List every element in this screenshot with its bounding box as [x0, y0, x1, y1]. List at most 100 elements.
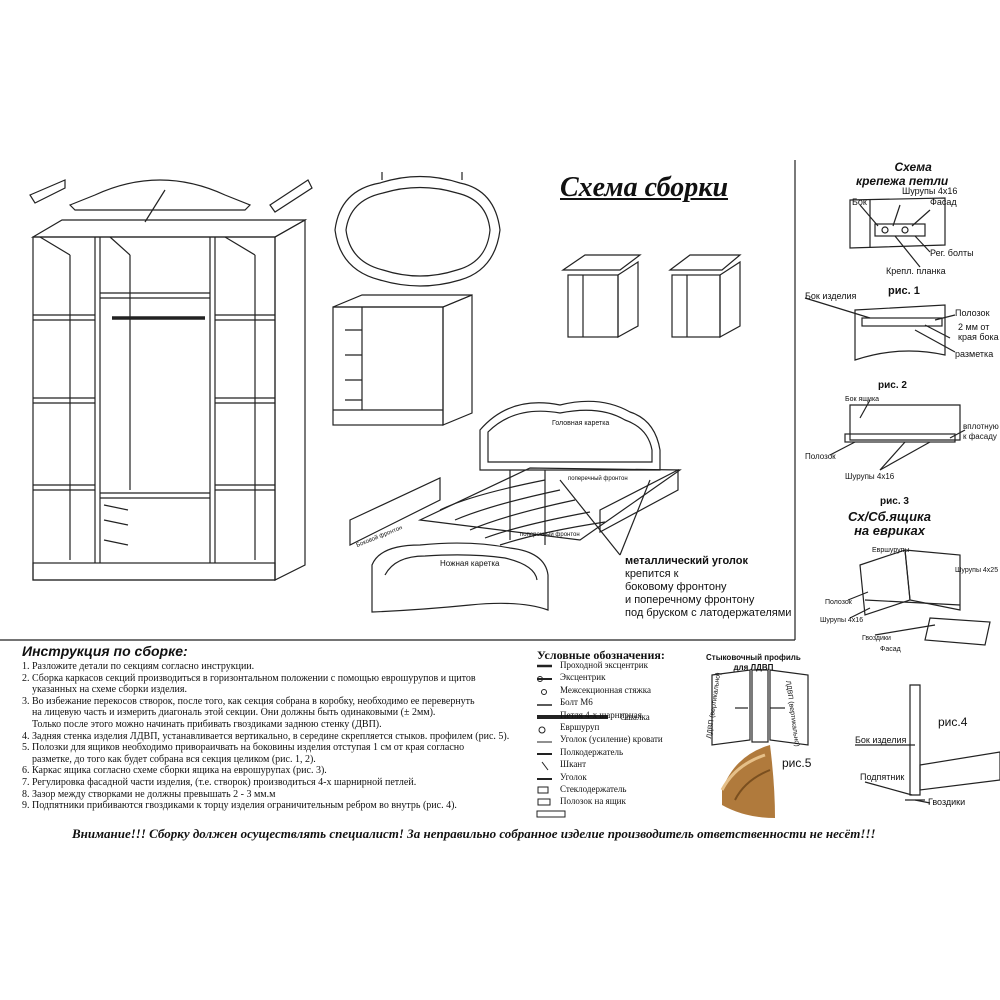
- wardrobe-plinth: [32, 562, 276, 581]
- legend-title: Условные обозначения:: [537, 648, 665, 662]
- profile-title-line2: для ЛДВП: [733, 663, 774, 672]
- nightstand-2-top: [668, 254, 742, 271]
- instruction-item: 8. Зазор между створками не должны превы…: [22, 788, 276, 800]
- wardrobe-body: [32, 236, 276, 581]
- fig4-foot-label: Подпятник: [860, 772, 905, 782]
- bed-foot-label: Ножная каретка: [440, 559, 500, 568]
- bed-head-label: Головная каретка: [552, 420, 610, 427]
- instruction-item: 5. Полозки для ящиков необходимо привора…: [22, 742, 465, 754]
- mirror-frame: [334, 175, 501, 287]
- instruction-item: 9. Подпятники прибиваются гвоздиками к т…: [22, 800, 457, 812]
- fig1-offset-line2: края бока: [958, 332, 999, 342]
- fig3-heading: Сх/Сб.ящика на евриках: [848, 510, 931, 538]
- bed-side-rail-left: [349, 477, 441, 546]
- chest-top: [332, 294, 473, 308]
- bed-drawing: [349, 400, 682, 613]
- fig1-offset-label: 2 мм от края бока: [958, 322, 999, 342]
- bed-corner-note: металлический уголок крепится к боковому…: [625, 555, 791, 620]
- fig3-nails-label: Гвоздики: [862, 635, 891, 642]
- mirror-hooks: [381, 172, 463, 180]
- wardrobe-side: [274, 218, 306, 581]
- fig1-runner-label: Полозок: [955, 308, 990, 318]
- corner-note-line4: и поперечному фронтону: [625, 594, 755, 606]
- fig2-label: рис. 2: [878, 380, 907, 391]
- crown-arrow: [144, 189, 166, 223]
- hinge-screws-label: Шурупы 4х16: [902, 186, 958, 196]
- nightstand-1-top: [561, 254, 642, 271]
- wardrobe-cornice-right: [269, 179, 313, 213]
- instruction-item: на лицевую часть и измерить диагональ эт…: [22, 707, 436, 719]
- bed-footboard: [371, 542, 549, 613]
- hinge-facade-label: Фасад: [930, 197, 957, 207]
- fig1-side-label: Бок изделия: [805, 291, 857, 301]
- fig2-flush-label: вплотную к фасаду: [963, 422, 999, 442]
- instructions-list: 1. Разложите детали по секциям согласно …: [22, 661, 522, 812]
- fig4-side-label: Бок изделия: [855, 735, 907, 745]
- profile-drawing: [711, 669, 809, 746]
- legend-item: Проходной эксцентрик: [560, 660, 649, 670]
- diagram-title: Схема сборки: [560, 172, 729, 203]
- fig3-heading-line2: на евриках: [854, 523, 925, 538]
- corner-note-line2: крепится к: [625, 568, 679, 580]
- corner-note-line5: под бруском с латодержателями: [625, 607, 792, 619]
- fig2-drawer-side-label: Бок ящика: [845, 396, 880, 403]
- warning-text: Внимание!!! Сборку должен осуществлять с…: [72, 826, 876, 841]
- instruction-item: 7. Регулировка фасадной части изделия, (…: [22, 776, 417, 788]
- legend-item: Евршуруп: [560, 721, 600, 732]
- fig3-label: рис. 3: [880, 496, 909, 507]
- wardrobe-crown: [68, 179, 252, 211]
- wardrobe-drawing: [29, 179, 313, 581]
- legend-item: Стеклодержатель: [560, 783, 627, 794]
- fig1-drawing: [804, 297, 956, 361]
- fig2-screws-label: Шурупы 4х16: [845, 472, 895, 481]
- instruction-item: 1. Разложите детали по секциям согласно …: [22, 661, 255, 672]
- fig1-marking-label: разметка: [955, 349, 994, 359]
- hinge-bolts-label: Рег. болты: [930, 248, 974, 258]
- legend-item: Межсекционная стяжка: [560, 684, 651, 695]
- fig3-euroscrew-label: Евршурупы: [872, 547, 910, 554]
- legend-item: Уголок (усиление) кровати: [560, 734, 663, 745]
- legend-item: Полозок на ящик: [560, 796, 626, 807]
- fig5-photo: [720, 745, 775, 818]
- instruction-item: 2. Сборка каркасов секций производиться …: [22, 672, 476, 684]
- corner-note-line1: металлический уголок: [625, 555, 748, 567]
- fig1-offset-line1: 2 мм от: [958, 322, 990, 332]
- fig5-label: рис.5: [782, 756, 812, 770]
- fig2-drawing: [829, 399, 966, 471]
- fig2-flush-line2: к фасаду: [963, 432, 997, 441]
- bed-base: [417, 467, 682, 541]
- hinge-plate-label: Крепл. планка: [886, 266, 946, 276]
- instruction-item: 6. Каркас ящика согласно схеме сборки ящ…: [22, 765, 327, 777]
- legend-item: Полкодержатель: [560, 746, 624, 757]
- profile-title: Стыковочный профиль для ЛДВП: [706, 653, 801, 673]
- fig2-runner-label: Полозок: [805, 452, 836, 461]
- bed-side-rail-right: [599, 469, 679, 534]
- fig4-drawing: [855, 684, 1000, 804]
- legend-item: Болт М6: [560, 697, 593, 708]
- bed-side-front-label: поперечный фронтон: [568, 476, 628, 482]
- fig1-label: рис. 1: [888, 285, 920, 297]
- legend-symbols: [536, 664, 608, 818]
- corner-note-line3: боковому фронтону: [625, 581, 727, 593]
- hinge-title-line2: крепежа петли: [856, 174, 949, 188]
- fig4-label: рис.4: [938, 715, 968, 729]
- fig4-nails-label: Гвоздики: [928, 797, 966, 807]
- hinge-drawing: [849, 197, 946, 268]
- fig3-runner-label: Полозок: [825, 599, 852, 606]
- fig3-heading-line1: Сх/Сб.ящика: [848, 509, 932, 524]
- fig3-screws2-label: Шурупы 4х16: [820, 617, 864, 624]
- fig3-drawing: [847, 549, 991, 646]
- wardrobe-top: [30, 219, 308, 238]
- fig3-facade-label: Фасад: [880, 646, 901, 653]
- instruction-item: разметке, до того как будет собрана вся …: [22, 753, 316, 765]
- legend-item: Уголок: [560, 771, 587, 782]
- wardrobe-cornice-left: [29, 179, 66, 204]
- instruction-item: Только после этого можно начинать прибив…: [22, 718, 382, 730]
- legend-item: Эксцентрик: [560, 672, 606, 683]
- instruction-item: 3. Во избежание перекосов створок, после…: [22, 695, 475, 707]
- fig3-screws-label: Шурупы 4х25: [955, 567, 999, 574]
- hinge-title-line1: Схема: [894, 160, 932, 174]
- instruction-item: 4. Задняя стенка изделия ЛДВП, устанавли…: [22, 730, 510, 742]
- profile-title-line1: Стыковочный профиль: [706, 653, 801, 662]
